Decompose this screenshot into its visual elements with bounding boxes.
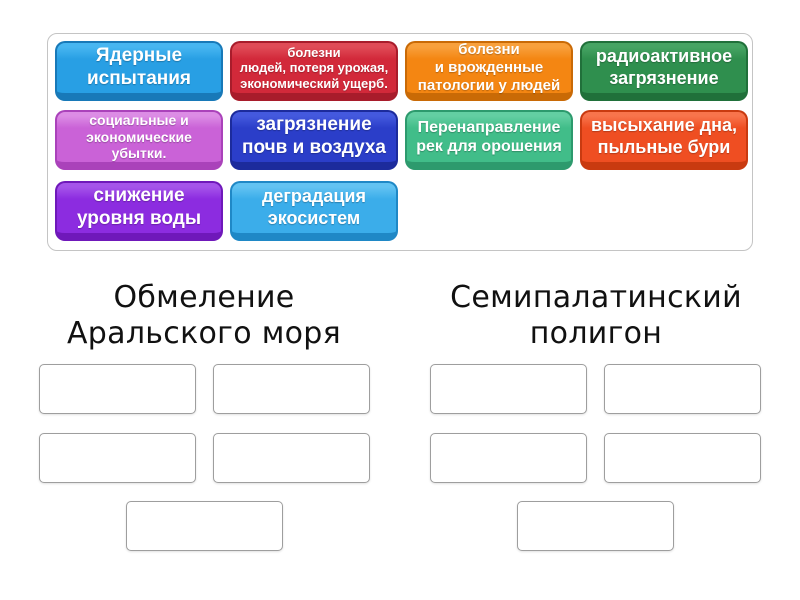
draggable-tile[interactable]: Перенаправление рек для орошения (405, 110, 573, 170)
draggable-tile[interactable]: загрязнение почв и воздуха (230, 110, 398, 170)
drop-zone[interactable] (213, 364, 370, 414)
drop-zone[interactable] (213, 433, 370, 483)
draggable-tile[interactable]: болезни и врожденные патологии у людей (405, 41, 573, 101)
draggable-tile[interactable]: болезни людей, потеря урожая, экономичес… (230, 41, 398, 101)
draggable-tile[interactable]: деградация экосистем (230, 181, 398, 241)
drop-zone[interactable] (604, 433, 761, 483)
drop-zone[interactable] (430, 433, 587, 483)
drop-zone[interactable] (517, 501, 674, 551)
draggable-tile[interactable]: высыхание дна, пыльные бури (580, 110, 748, 170)
draggable-tile[interactable]: радиоактивное загрязнение (580, 41, 748, 101)
drop-zone[interactable] (39, 364, 196, 414)
category-title: Семипалатинский полигон (450, 280, 742, 351)
draggable-tile[interactable]: снижение уровня воды (55, 181, 223, 241)
drop-zone[interactable] (126, 501, 283, 551)
drop-zone[interactable] (604, 364, 761, 414)
category-title: Обмеление Аральского моря (66, 280, 341, 351)
draggable-tile[interactable]: социальные и экономические убытки. (55, 110, 223, 170)
draggable-tile[interactable]: Ядерные испытания (55, 41, 223, 101)
drop-zone[interactable] (39, 433, 196, 483)
drop-zone[interactable] (430, 364, 587, 414)
